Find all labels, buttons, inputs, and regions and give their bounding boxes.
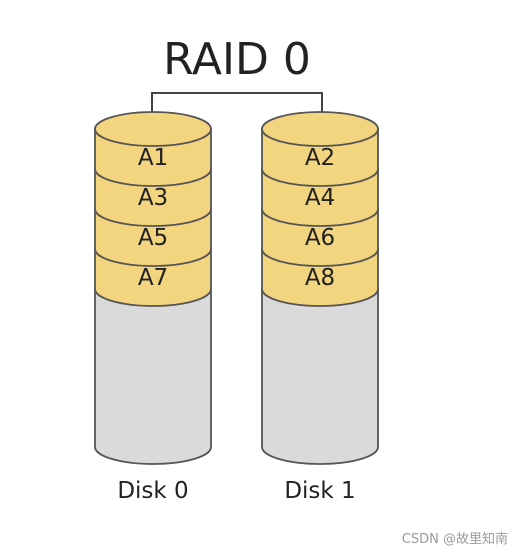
diagram-title: RAID 0 [163,34,311,85]
block-label: A4 [305,185,335,211]
block-label: A6 [305,225,335,251]
block-label: A7 [138,265,168,291]
disk-label: Disk 0 [117,478,188,504]
block-label: A2 [305,145,335,171]
disk-empty-space [94,288,212,465]
block-label: A3 [138,185,168,211]
connector-line [151,92,323,129]
disk-label: Disk 1 [284,478,355,504]
disk-top-cap [94,111,212,147]
disk-empty-space [261,288,379,465]
block-label: A8 [305,265,335,291]
block-label: A5 [138,225,168,251]
watermark: CSDN @故里知南 [401,532,508,547]
block-label: A1 [138,145,168,171]
disk-top-cap [261,111,379,147]
